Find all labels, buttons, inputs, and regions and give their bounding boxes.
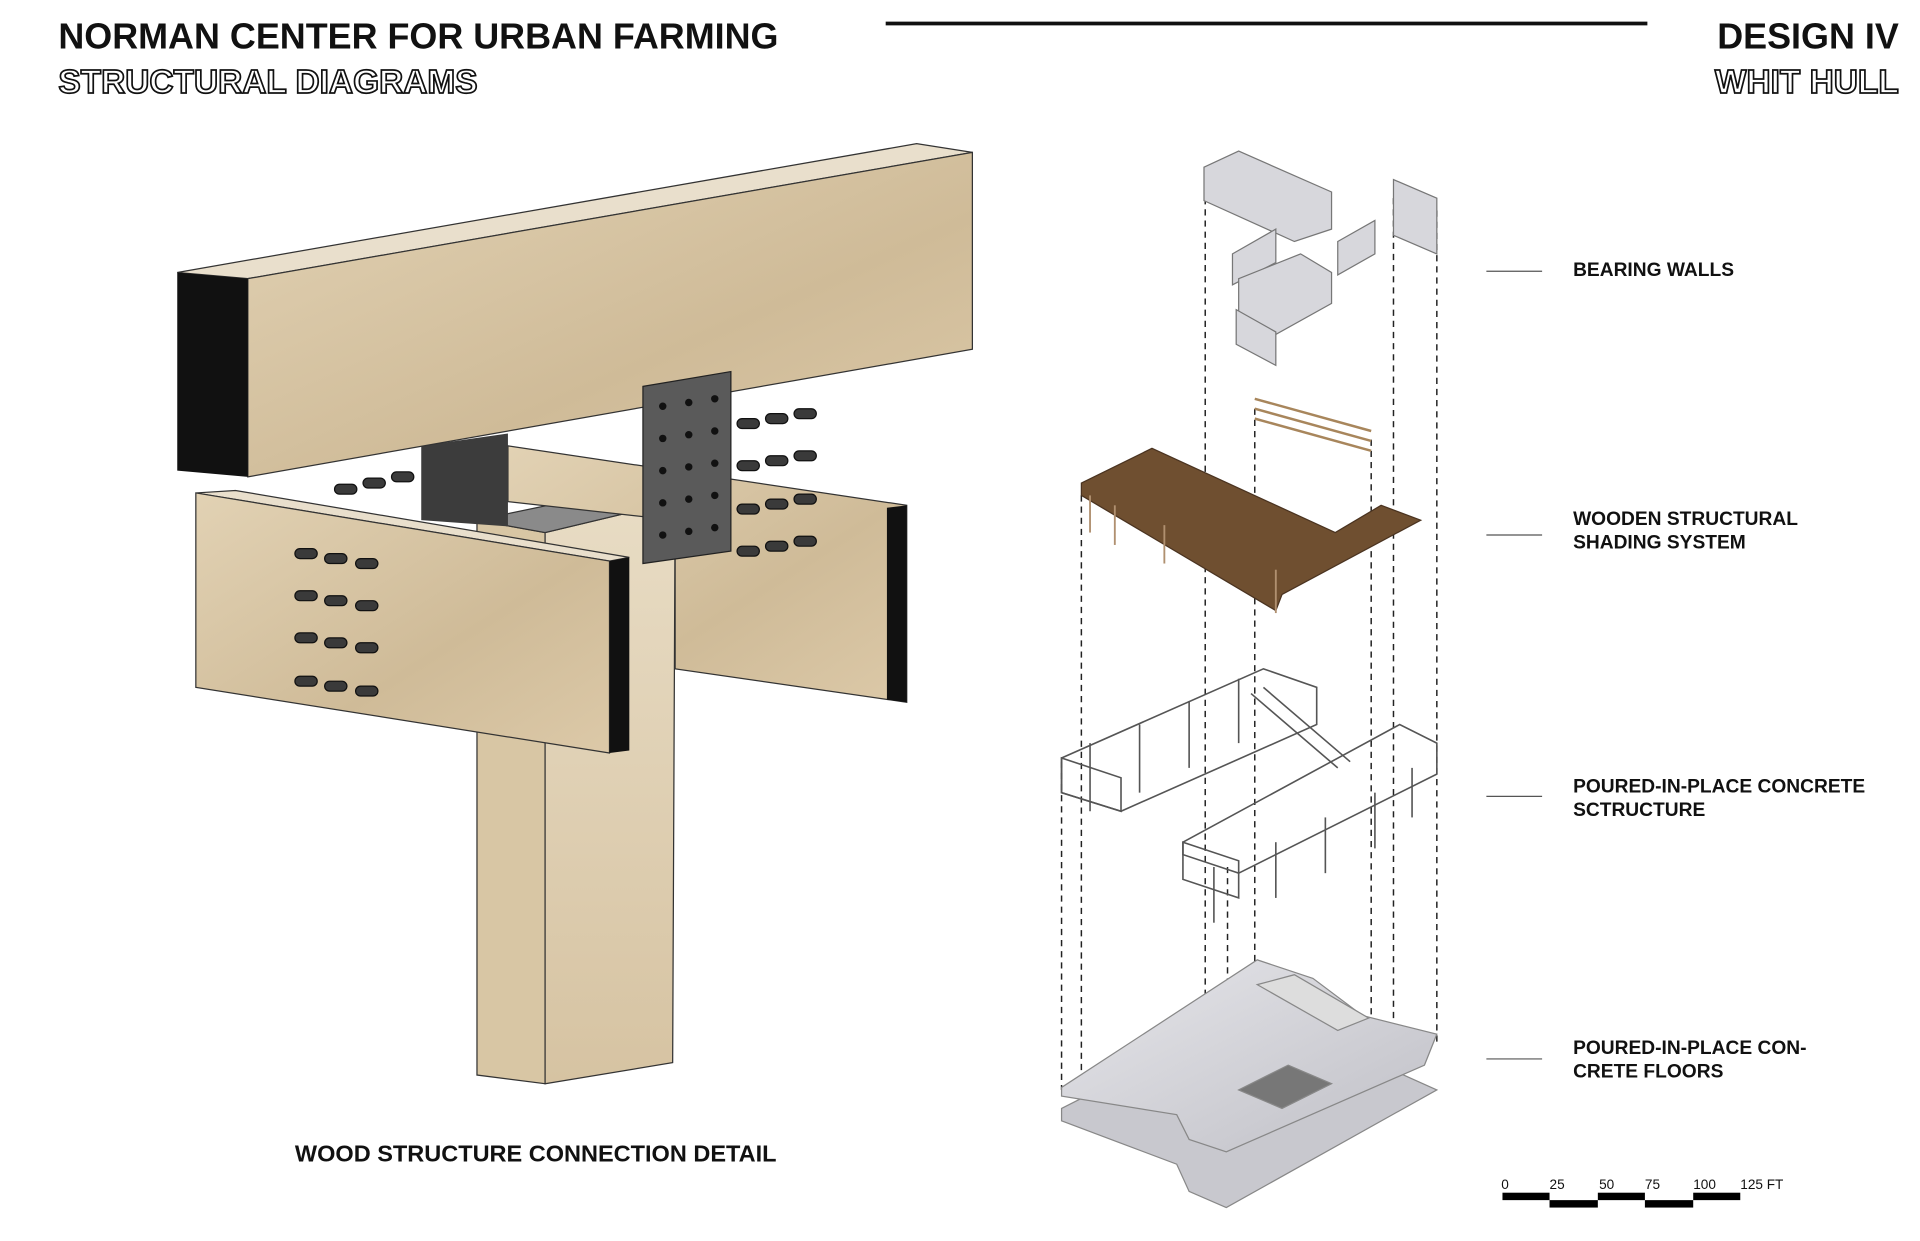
svg-text:BEARING WALLS: BEARING WALLS [1573,260,1734,281]
label-shading-system: WOODEN STRUCTURAL SHADING SYSTEM [1486,509,1798,554]
detail-caption: WOOD STRUCTURE CONNECTION DETAIL [295,1141,777,1167]
svg-text:25: 25 [1550,1177,1565,1192]
exploded-axonometric [1060,150,1439,1209]
bearing-walls [1203,150,1438,367]
design-number: DESIGN IV [1717,15,1899,56]
svg-text:125 FT: 125 FT [1740,1177,1783,1192]
sheet-title: NORMAN CENTER FOR URBAN FARMING [58,15,778,56]
author-name: WHIT HULL [1715,64,1899,101]
label-concrete-structure: POURED-IN-PLACE CONCRETE SCTRUCTURE [1486,777,1865,821]
svg-text:CRETE FLOORS: CRETE FLOORS [1573,1062,1724,1083]
svg-text:SHADING SYSTEM: SHADING SYSTEM [1573,533,1746,554]
label-bearing-walls: BEARING WALLS [1486,260,1734,281]
wood-connection-illustration [177,143,974,1085]
svg-text:POURED-IN-PLACE CONCRETE: POURED-IN-PLACE CONCRETE [1573,777,1865,798]
scale-bar: 0 25 50 75 100 125 FT [1501,1177,1783,1208]
concrete-frame [1060,667,1438,923]
svg-text:50: 50 [1599,1177,1615,1192]
label-concrete-floors: POURED-IN-PLACE CON- CRETE FLOORS [1486,1038,1807,1083]
svg-text:100: 100 [1693,1177,1716,1192]
svg-text:POURED-IN-PLACE CON-: POURED-IN-PLACE CON- [1573,1038,1806,1059]
svg-text:75: 75 [1645,1177,1660,1192]
sheet-subtitle: STRUCTURAL DIAGRAMS [58,64,477,101]
svg-text:SCTRUCTURE: SCTRUCTURE [1573,800,1705,821]
svg-text:0: 0 [1501,1177,1509,1192]
concrete-floors [1060,959,1439,1209]
wooden-shading-system [1080,397,1423,614]
svg-text:WOODEN STRUCTURAL: WOODEN STRUCTURAL [1573,509,1798,530]
